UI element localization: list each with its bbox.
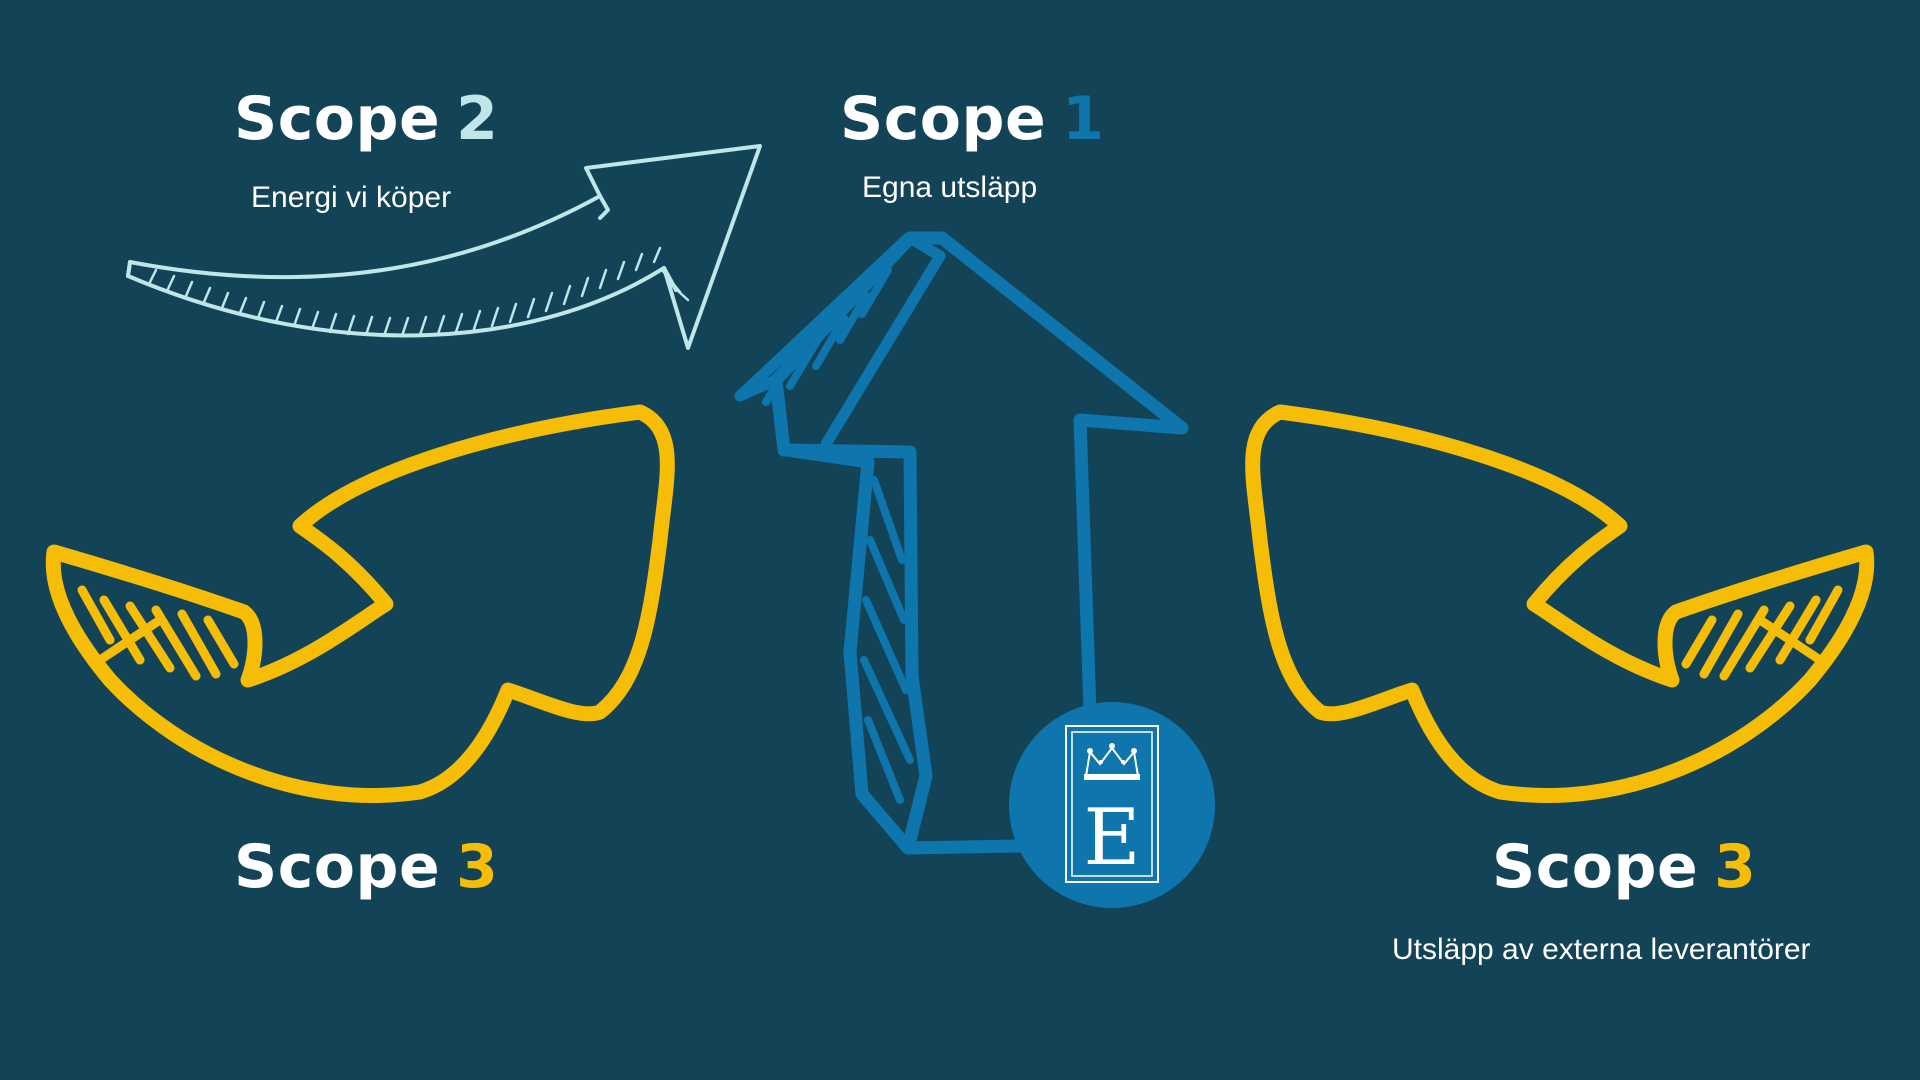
scope1-description: Egna utsläpp [862,170,1037,206]
scope2-description: Energi vi köper [251,180,451,216]
scope1-number: 1 [1062,84,1104,154]
scope3-left-number: 3 [456,832,498,902]
scope1-word: Scope [840,84,1046,154]
scope2-arrow-icon [128,146,760,348]
scope3-right-number: 3 [1714,832,1756,902]
scope2-arrow-hatching [150,248,688,336]
scope3-right-description: Utsläpp av externa leverantörer [1392,932,1811,968]
logo-letter: E [1084,793,1141,883]
scope3-right-arrow-icon [1253,412,1867,795]
scope2-word: Scope [234,84,440,154]
scope3-left-word: Scope [234,832,440,902]
scope3-right-word: Scope [1492,832,1698,902]
scope2-number: 2 [456,84,498,154]
scope3-left-arrow-icon [53,412,667,795]
logo-badge: E [1009,702,1215,908]
